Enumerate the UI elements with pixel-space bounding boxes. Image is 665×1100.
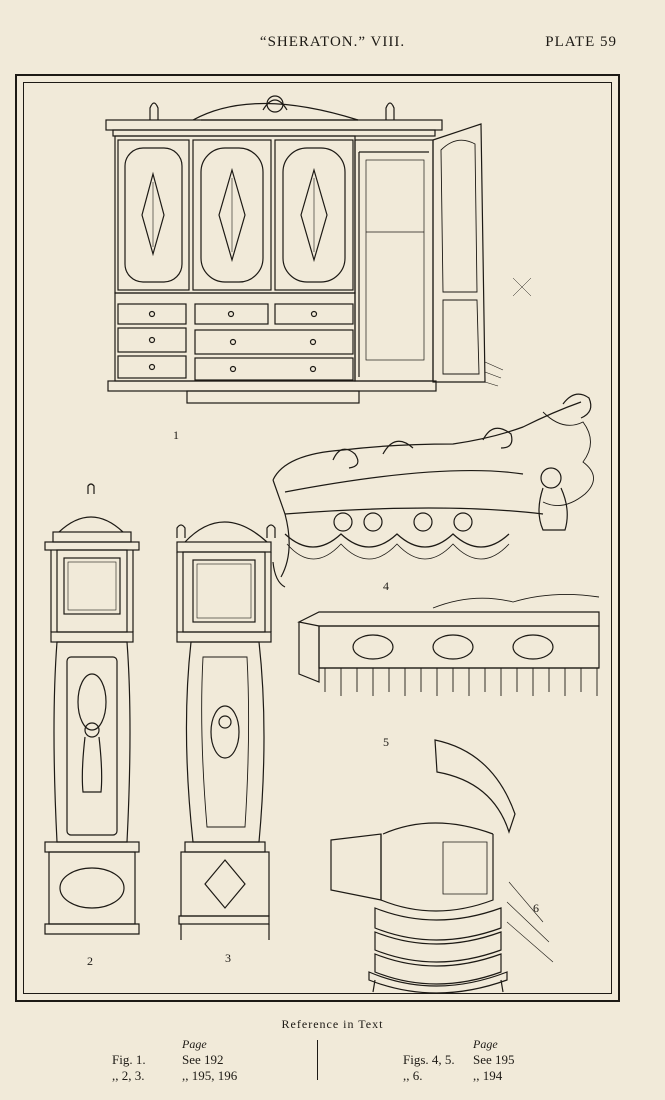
fig2-label: 2 [87, 954, 93, 968]
page-heading-right: Page [473, 1037, 498, 1051]
fig3-tall-clock [176, 521, 276, 940]
page-ref: See 195 [473, 1052, 515, 1067]
fig2-tall-clock [44, 483, 140, 935]
plate-illustration: 1 4 5 [44, 95, 600, 994]
fig6-corner-washstand [330, 739, 554, 994]
reference-row: Figs. 4, 5. See 195 [403, 1052, 553, 1068]
fig5-frieze-cornice [297, 593, 600, 696]
fig4-label: 4 [383, 579, 389, 593]
figure-ref: Figs. 4, 5. [403, 1052, 455, 1067]
figure-ref: Fig. 1. [112, 1052, 146, 1067]
page-ref: See 192 [182, 1052, 224, 1067]
page-ref: ,, 194 [473, 1068, 503, 1083]
reference-left-column: Page Fig. 1. See 192 ,, 2, 3. ,, 195, 19… [112, 1036, 262, 1084]
plate-frame-inner [23, 82, 612, 994]
reference-divider [317, 1040, 318, 1080]
reference-row: Fig. 1. See 192 [112, 1052, 262, 1068]
reference-row: ,, 6. ,, 194 [403, 1068, 553, 1084]
reference-row: ,, 2, 3. ,, 195, 196 [112, 1068, 262, 1084]
reference-title: Reference in Text [281, 1017, 384, 1031]
fig3-label: 3 [225, 951, 231, 965]
page-heading-left: Page [182, 1037, 207, 1051]
fig1-bookcase-wardrobe [105, 95, 504, 404]
figure-ref: ,, 2, 3. [112, 1068, 145, 1083]
fig6-label: 6 [533, 901, 539, 915]
page-ref: ,, 195, 196 [182, 1068, 238, 1083]
plate-frame-outer [15, 74, 620, 1002]
plate-number: PLATE 59 [545, 34, 617, 50]
reference-right-column: Page Figs. 4, 5. See 195 ,, 6. ,, 194 [403, 1036, 553, 1084]
fig1-label: 1 [173, 428, 179, 442]
fig5-label: 5 [383, 735, 389, 749]
pencil-mark [512, 277, 532, 297]
figure-ref: ,, 6. [403, 1068, 423, 1083]
fig4-carved-cornice [272, 393, 594, 588]
running-title: “SHERATON.” VIII. [259, 34, 406, 50]
